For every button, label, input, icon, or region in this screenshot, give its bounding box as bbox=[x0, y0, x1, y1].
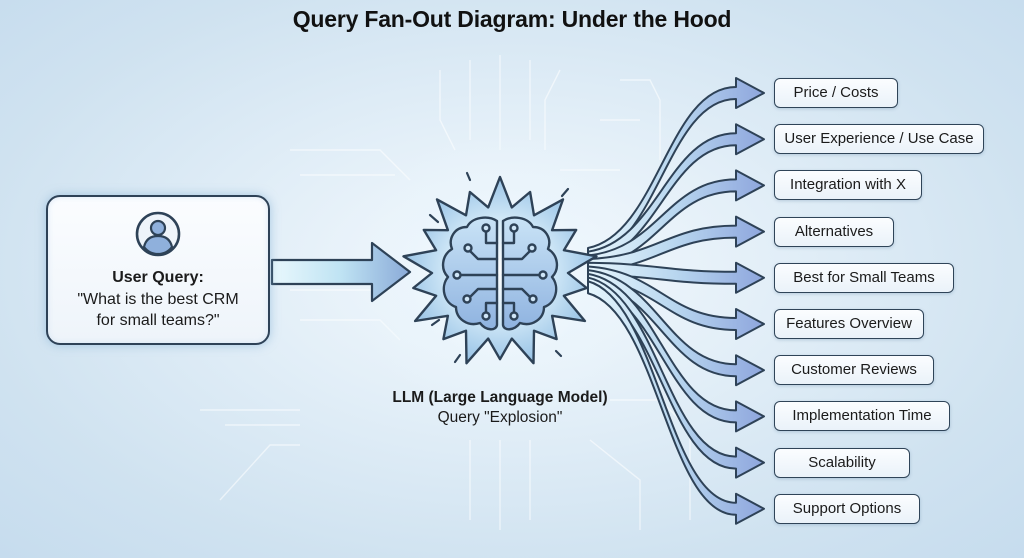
llm-sublabel: Query "Explosion" bbox=[437, 409, 563, 426]
fan-out-query-label: Scalability bbox=[808, 453, 876, 471]
fan-out-arrows bbox=[587, 77, 765, 525]
fan-out-query-box: Scalability bbox=[774, 447, 910, 478]
fan-out-query-box: Alternatives bbox=[774, 216, 894, 247]
fan-out-arrow bbox=[587, 276, 765, 479]
fan-out-arrow bbox=[587, 269, 765, 387]
fan-out-query-box: Price / Costs bbox=[774, 78, 898, 108]
fan-out-query-label: Alternatives bbox=[794, 222, 874, 240]
fan-out-query-box: Implementation Time bbox=[774, 401, 950, 432]
user-query-line-1: "What is the best CRM bbox=[77, 291, 239, 308]
llm-label: LLM (Large Language Model) bbox=[392, 389, 608, 406]
fan-out-query-label: Customer Reviews bbox=[791, 361, 917, 379]
user-query-label: User Query: bbox=[112, 269, 204, 286]
fan-out-query-box: Integration with X bbox=[774, 170, 922, 201]
brain-circuit-icon bbox=[441, 216, 559, 331]
fan-out-query-label: Support Options bbox=[792, 499, 902, 517]
fan-out-arrow bbox=[587, 261, 765, 294]
fan-out-arrow bbox=[587, 215, 765, 273]
fan-out-query-label: Price / Costs bbox=[793, 84, 879, 101]
fan-out-arrow bbox=[587, 265, 765, 340]
fan-out-arrow bbox=[587, 123, 765, 265]
fan-out-query-label: Integration with X bbox=[790, 176, 906, 194]
user-query-line-2: for small teams?" bbox=[96, 312, 220, 329]
diagram-title: Query Fan-Out Diagram: Under the Hood bbox=[292, 6, 732, 32]
fan-out-query-label: Best for Small Teams bbox=[793, 268, 935, 286]
fan-out-query-box: Features Overview bbox=[774, 309, 924, 339]
input-arrow bbox=[270, 241, 412, 303]
llm-burst bbox=[402, 171, 598, 365]
spark-lines bbox=[428, 171, 570, 364]
fan-out-arrow bbox=[587, 280, 765, 525]
user-query-text: "What is the best CRM for small teams?" bbox=[48, 289, 268, 331]
fan-out-query-label: User Experience / Use Case bbox=[784, 130, 974, 148]
fan-out-arrow bbox=[587, 169, 765, 269]
fan-out-query-box: Best for Small Teams bbox=[774, 262, 954, 293]
fan-out-query-box: Customer Reviews bbox=[774, 355, 934, 386]
fan-out-query-box: User Experience / Use Case bbox=[774, 124, 984, 155]
fan-out-query-box: Support Options bbox=[774, 493, 920, 524]
fan-out-query-label: Features Overview bbox=[786, 315, 912, 332]
burst-shape bbox=[402, 175, 598, 365]
fan-out-query-label: Implementation Time bbox=[792, 407, 932, 425]
user-avatar-icon bbox=[135, 211, 181, 257]
user-query-box: User Query: "What is the best CRM for sm… bbox=[46, 195, 270, 345]
fan-out-arrow bbox=[587, 77, 765, 261]
circuit-background bbox=[200, 55, 691, 530]
